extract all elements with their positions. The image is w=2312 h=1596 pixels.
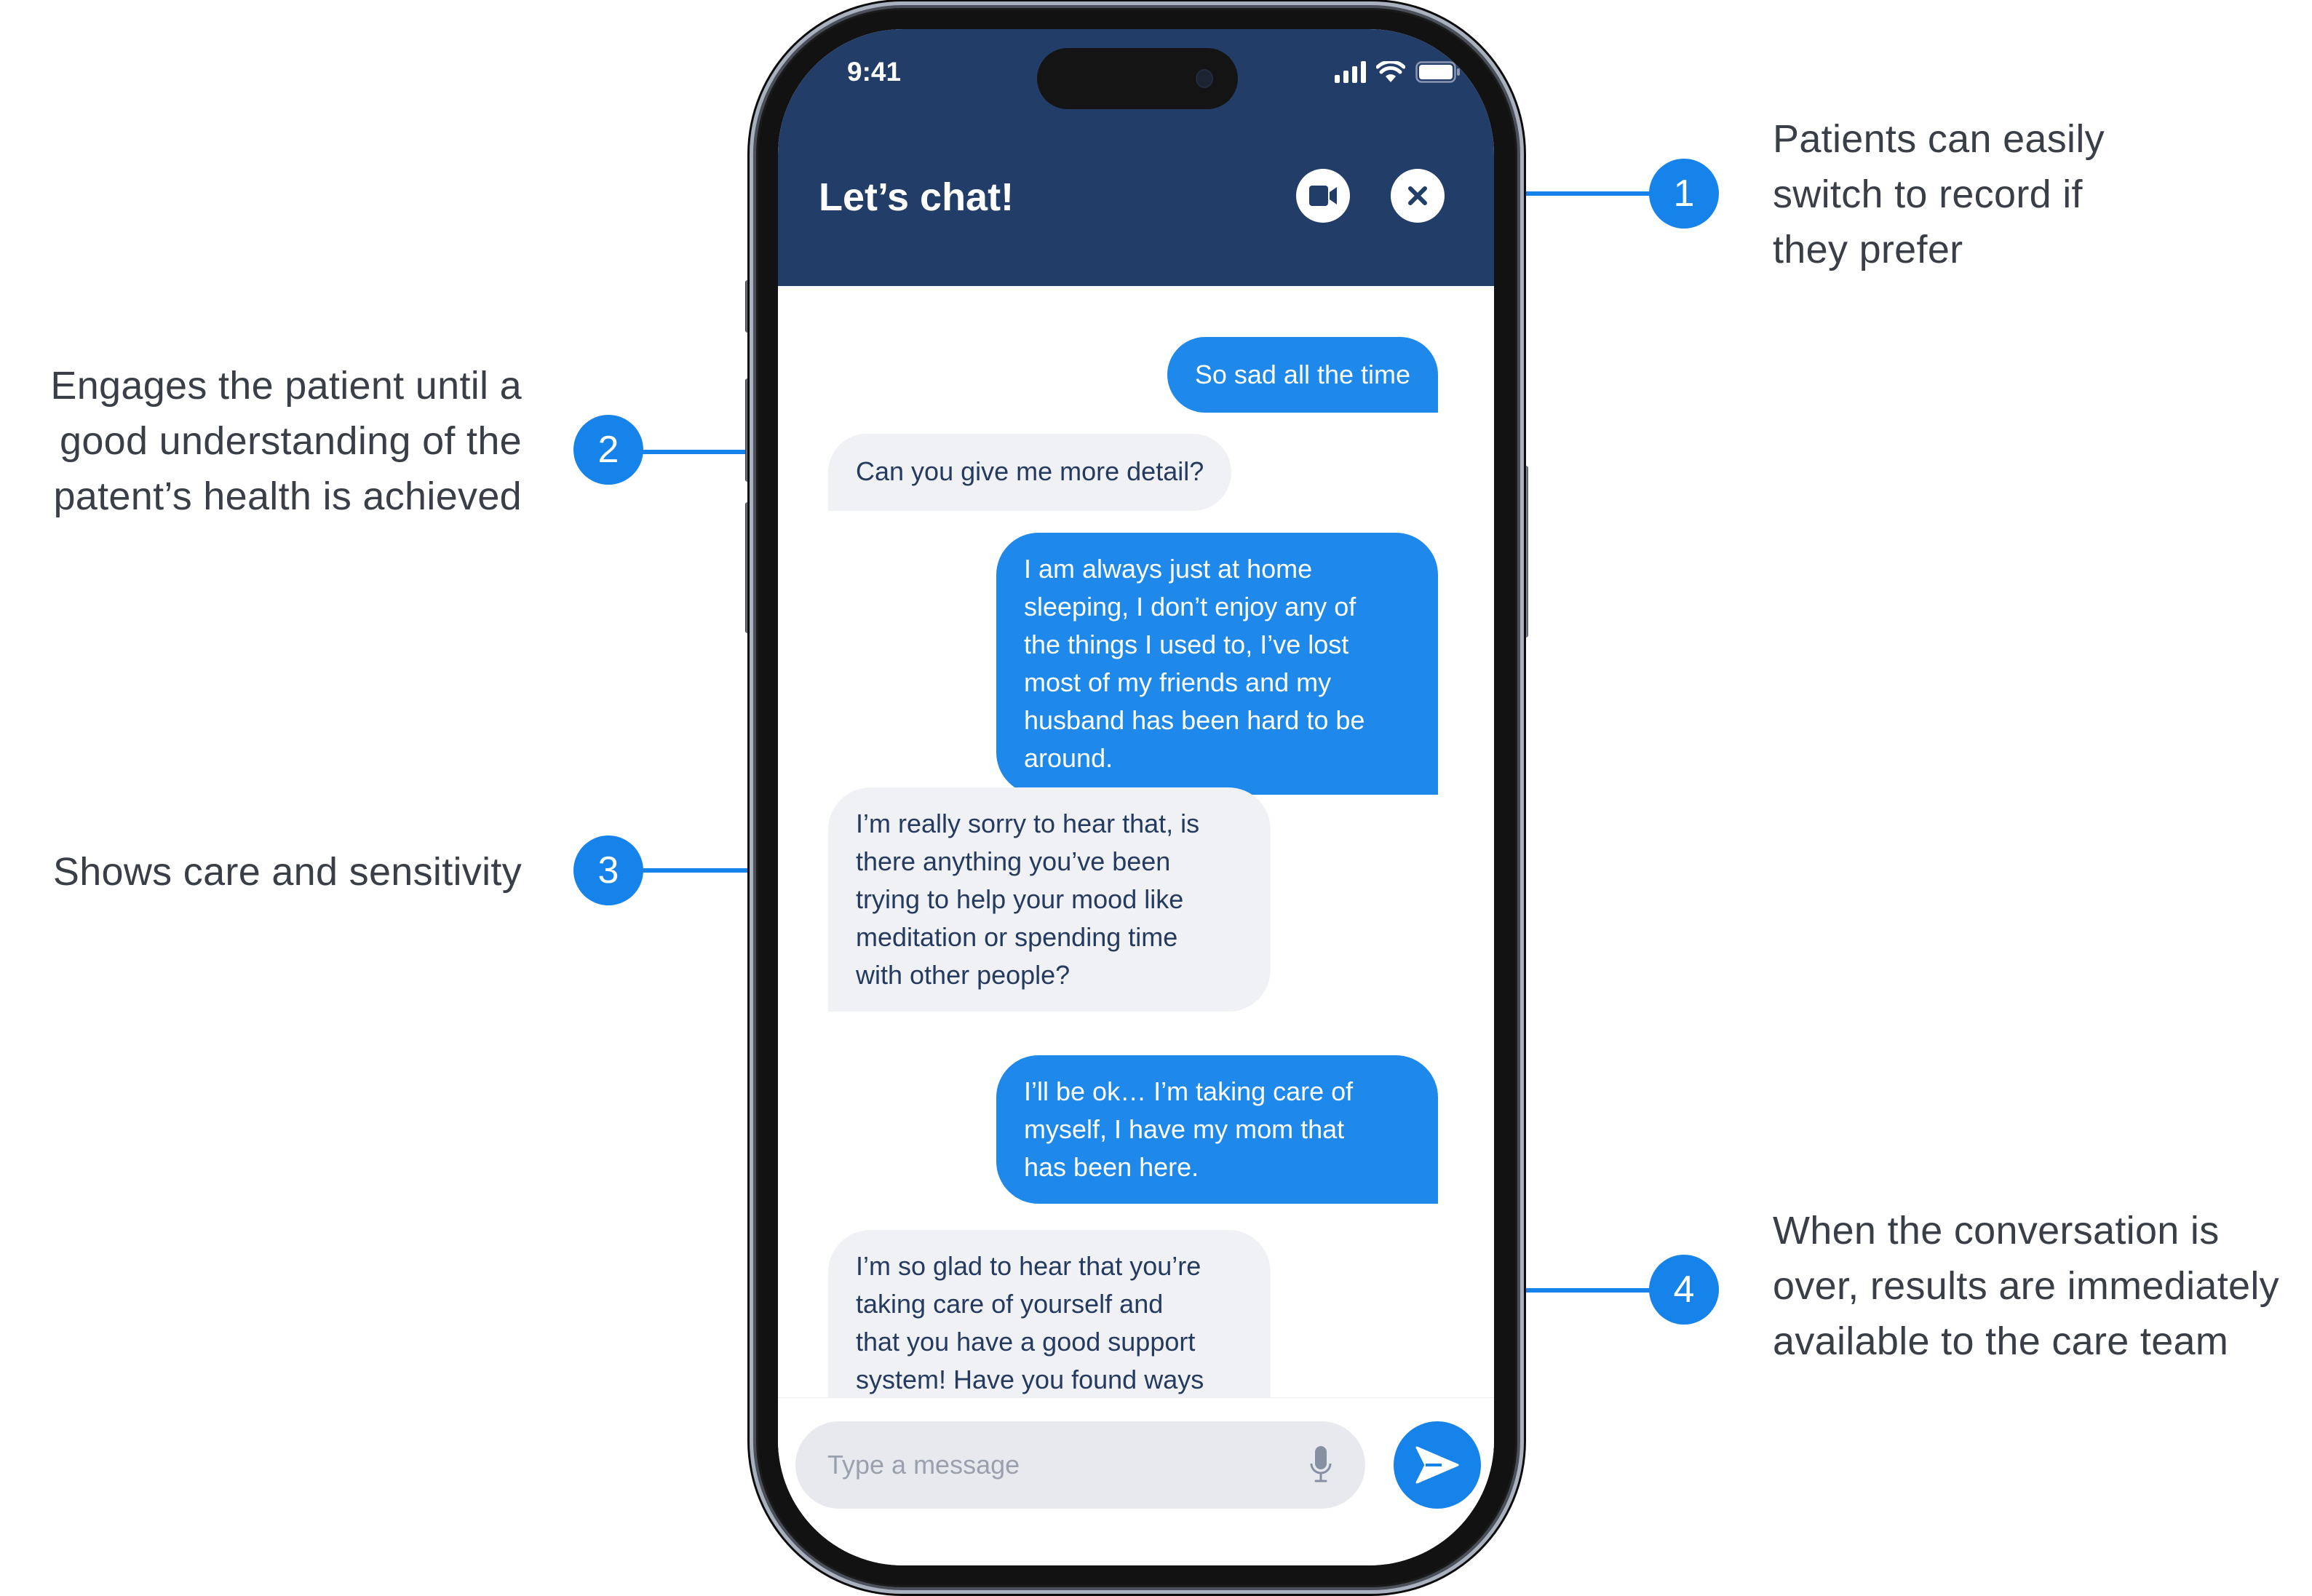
annotation-4-number: 4 [1673, 1269, 1695, 1311]
volume-down-button [745, 502, 751, 633]
annotation-2-line-3: patent’s health is achieved [53, 475, 522, 518]
message-user: I am always just at home sleeping, I don… [996, 533, 1438, 795]
message-line: meditation or spending time [856, 922, 1178, 952]
annotation-2-text: Engages the patient until a good underst… [50, 358, 522, 524]
message-line: around. [1024, 743, 1113, 773]
message-bot: Can you give me more detail? [828, 434, 1232, 511]
microphone-icon [1310, 1446, 1332, 1482]
annotation-4-line-3: available to the care team [1773, 1319, 2229, 1363]
message-line: taking care of yourself and [856, 1289, 1164, 1319]
message-line: sleeping, I don’t enjoy any of [1024, 592, 1356, 622]
power-button [1522, 466, 1528, 638]
message-text: Can you give me more detail? [856, 456, 1204, 486]
annotation-4-leader-line [1524, 1288, 1655, 1293]
annotation-1-line-2: switch to record if [1773, 172, 2083, 216]
message-line: with other people? [856, 960, 1070, 990]
message-line: most of my friends and my [1024, 667, 1332, 697]
video-record-button[interactable] [1296, 169, 1350, 223]
message-line: I am always just at home [1024, 554, 1313, 584]
cellular-signal-icon [1335, 61, 1366, 83]
annotation-4-text: When the conversation is over, results a… [1773, 1203, 2279, 1369]
chat-header: 9:41 Let’s chat! [778, 29, 1494, 286]
message-bot: I’m really sorry to hear that, is there … [828, 787, 1271, 1012]
annotation-4-line-1: When the conversation is [1773, 1209, 2220, 1252]
chat-title: Let’s chat! [819, 175, 1014, 219]
action-button [745, 280, 751, 333]
annotation-2-line-1: Engages the patient until a [50, 364, 522, 408]
phone-screen: 9:41 Let’s chat! [778, 29, 1494, 1565]
annotation-3-text: Shows care and sensitivity [53, 844, 522, 900]
message-input-container[interactable] [795, 1421, 1365, 1509]
message-user: So sad all the time [1167, 337, 1438, 413]
camera-lens-icon [1196, 69, 1213, 88]
annotation-2-line-2: good understanding of the [59, 419, 522, 463]
annotation-4-badge: 4 [1649, 1255, 1719, 1325]
message-line: system! Have you found ways [856, 1365, 1204, 1394]
message-line: myself, I have my mom that [1024, 1114, 1345, 1144]
battery-icon [1415, 61, 1460, 83]
annotation-3-leader-line [640, 868, 748, 873]
message-line: that you have a good support [856, 1327, 1196, 1357]
volume-up-button [745, 378, 751, 482]
annotation-2-leader-line [640, 450, 748, 454]
message-composer [778, 1397, 1494, 1565]
message-line: trying to help your mood like [856, 884, 1184, 914]
message-line: I’m so glad to hear that you’re [856, 1251, 1201, 1281]
send-button[interactable] [1394, 1421, 1481, 1509]
message-list[interactable]: So sad all the time Can you give me more… [778, 286, 1494, 1397]
annotation-2-badge: 2 [573, 415, 643, 485]
message-line: husband has been hard to be [1024, 705, 1365, 735]
annotation-1-text: Patients can easily switch to record if … [1773, 111, 2105, 277]
microphone-button[interactable] [1308, 1445, 1333, 1485]
video-camera-icon [1309, 186, 1337, 206]
message-user: I’ll be ok… I’m taking care of myself, I… [996, 1055, 1438, 1204]
annotation-3-line-1: Shows care and sensitivity [52, 850, 522, 894]
message-text: So sad all the time [1194, 360, 1410, 389]
status-bar-icons [1335, 61, 1461, 83]
message-bot: I’m so glad to hear that you’re taking c… [828, 1230, 1271, 1397]
annotation-1-number: 1 [1673, 172, 1695, 215]
message-line: I’ll be ok… I’m taking care of [1024, 1076, 1354, 1106]
message-input[interactable] [827, 1450, 1308, 1480]
annotation-1-line-1: Patients can easily [1773, 117, 2105, 161]
message-line: the things I used to, I’ve lost [1024, 630, 1349, 659]
annotation-1-line-3: they prefer [1773, 228, 1963, 271]
close-icon [1408, 186, 1427, 205]
annotation-4-line-2: over, results are immediately [1773, 1264, 2279, 1308]
annotation-3-number: 3 [597, 849, 619, 892]
dynamic-island [1037, 48, 1238, 109]
send-icon [1415, 1446, 1459, 1484]
status-bar-time: 9:41 [847, 57, 902, 87]
annotation-2-number: 2 [597, 429, 619, 471]
wifi-icon [1376, 61, 1405, 82]
annotation-3-badge: 3 [573, 835, 643, 905]
message-line: I’m really sorry to hear that, is [856, 809, 1200, 838]
annotation-1-leader-line [1524, 191, 1655, 196]
annotation-1-badge: 1 [1649, 159, 1719, 229]
close-chat-button[interactable] [1391, 169, 1445, 223]
message-line: has been here. [1024, 1152, 1199, 1182]
message-line: there anything you’ve been [856, 846, 1171, 876]
